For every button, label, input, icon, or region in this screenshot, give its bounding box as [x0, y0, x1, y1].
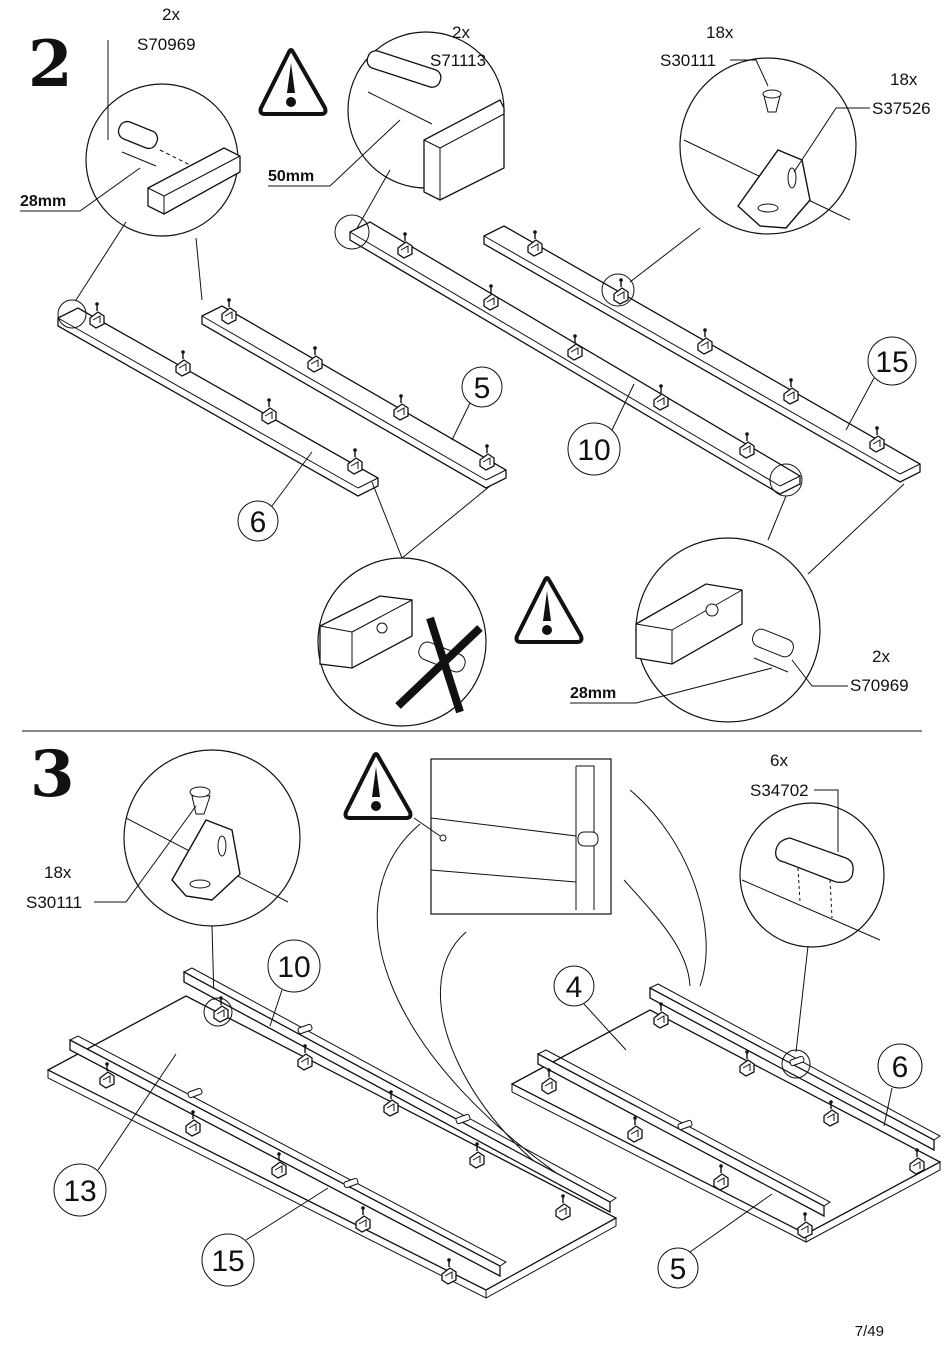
step3-part-13-label: 13 — [63, 1175, 96, 1208]
panel-5 — [201, 305, 507, 489]
part-5-callout: 5 — [451, 366, 503, 441]
dowel-a-length: 28mm — [20, 193, 66, 210]
dowel-c-length: 28mm — [570, 685, 616, 702]
page-number: 7/49 — [854, 1323, 884, 1340]
warning-icon — [514, 576, 584, 644]
step3-part-6-label: 6 — [892, 1051, 909, 1084]
step3-part-5-label: 5 — [670, 1253, 687, 1286]
left-assembly — [46, 967, 618, 1299]
joint-highlight — [601, 273, 635, 307]
part-15-callout: 15 — [845, 336, 917, 431]
right-assembly — [510, 983, 942, 1243]
joint-highlight — [334, 214, 370, 250]
part-6-callout: 6 — [237, 451, 313, 542]
long-dowel-detail-circle — [347, 31, 505, 201]
step3-part-4-label: 4 — [566, 971, 583, 1004]
step3-part-4-callout: 4 — [553, 965, 627, 1051]
part-15-label: 15 — [875, 346, 908, 379]
screw-bracket-detail-circle — [123, 749, 301, 1001]
step3-part-6-callout: 6 — [877, 1043, 923, 1127]
step-3-number: 3 — [30, 737, 75, 812]
dowel-b-code: S71113 — [430, 51, 486, 70]
step3-part-10-label: 10 — [277, 951, 310, 984]
clip-qty: 6x — [770, 751, 788, 770]
step3-screw-code: S30111 — [26, 893, 82, 912]
panel-15 — [483, 225, 921, 483]
dowel-detail-circle — [85, 40, 241, 237]
screw-code: S30111 — [660, 51, 716, 70]
step3-screw-qty: 18x — [44, 863, 72, 882]
dowel-a-code: S70969 — [137, 35, 196, 54]
screw-qty: 18x — [706, 23, 734, 42]
step3-part-15-callout: 15 — [201, 1187, 329, 1287]
correct-dowel-detail-circle — [635, 483, 905, 723]
bracket-qty: 18x — [890, 70, 918, 89]
step3-part-13-callout: 13 — [53, 1053, 177, 1217]
dowel-b-qty: 2x — [452, 23, 470, 42]
bracket-icon — [89, 229, 885, 475]
warning-icon — [343, 752, 413, 820]
dowel-c-code: S70969 — [850, 676, 909, 695]
dowel-c-qty: 2x — [872, 647, 890, 666]
part-5-label: 5 — [474, 372, 491, 405]
incorrect-dowel-detail-circle — [317, 481, 491, 727]
joint-highlight — [57, 299, 87, 329]
warning-icon — [258, 48, 328, 116]
panel-6 — [57, 307, 379, 497]
joint-closeup-box — [376, 758, 707, 1197]
part-10-label: 10 — [577, 434, 610, 467]
bracket-detail-circle — [679, 57, 857, 235]
clip-detail-circle — [739, 802, 885, 1053]
clip-code: S34702 — [750, 781, 809, 800]
step3-part-10-callout: 10 — [267, 939, 321, 1027]
part-10-callout: 10 — [567, 383, 635, 476]
part-6-label: 6 — [250, 506, 267, 539]
step3-part-5-callout: 5 — [657, 1193, 773, 1289]
dowel-a-qty: 2x — [162, 5, 180, 24]
bracket-code: S37526 — [872, 99, 931, 118]
step3-part-15-label: 15 — [211, 1245, 244, 1278]
dowel-b-length: 50mm — [268, 168, 314, 185]
step-2-number: 2 — [28, 27, 73, 102]
